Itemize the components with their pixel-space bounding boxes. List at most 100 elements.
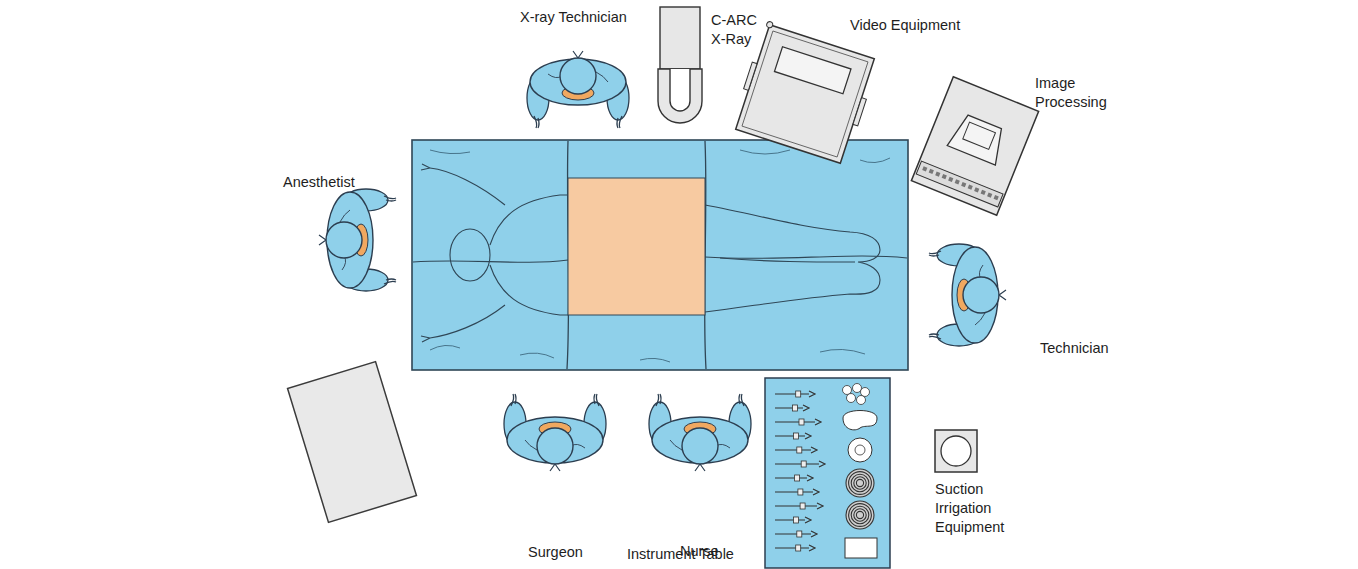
person-hand <box>384 279 396 284</box>
suture-coil <box>854 477 866 489</box>
person-shoulders <box>652 417 748 463</box>
staff-figure-shape <box>920 240 1030 350</box>
person-shoulders <box>530 59 626 105</box>
keyboard-key <box>922 166 927 171</box>
node-label: X-ray Technician <box>520 8 670 27</box>
imaging-screen <box>963 122 996 149</box>
gauze-ball <box>857 396 866 405</box>
suction-unit-shape <box>935 430 977 472</box>
instrument-tray-top <box>765 378 890 568</box>
instrument-handle <box>797 447 802 453</box>
operating-table <box>412 140 908 370</box>
person-figure <box>319 189 396 291</box>
surgical-instrument <box>775 517 811 523</box>
instrument-handle <box>801 461 806 467</box>
suture-coil <box>846 469 874 497</box>
side-cart-top <box>288 362 417 523</box>
person-hand <box>929 334 941 339</box>
staff-figure: Anesthetist <box>295 185 405 295</box>
bowl <box>848 438 872 462</box>
c-arm-column <box>660 7 700 69</box>
patient-head <box>450 229 490 281</box>
bowl-inner <box>855 445 865 455</box>
person-hand <box>739 394 744 406</box>
staff-figure: Technician <box>920 240 1030 350</box>
keyboard-key <box>974 187 979 192</box>
cap-tie <box>999 290 1006 300</box>
instrument-handle <box>797 531 802 537</box>
person-hand <box>594 394 599 406</box>
video-cart: Video Equipment <box>730 10 880 170</box>
surgical-instrument <box>775 531 817 537</box>
c-arm-inner <box>670 69 690 111</box>
person-hand <box>511 394 516 406</box>
keyboard-key <box>968 185 973 190</box>
cap-tie <box>695 464 705 471</box>
cap-tie <box>573 51 583 58</box>
instrument-handle <box>795 475 800 481</box>
patient-legs <box>705 205 880 312</box>
patient-arm <box>430 168 505 338</box>
keyboard-key <box>935 171 940 176</box>
video-cart-shape <box>730 10 880 170</box>
staff-figure: Surgeon <box>500 385 610 495</box>
suture-coil <box>854 509 866 521</box>
person-hand <box>384 196 396 201</box>
surgical-instrument <box>775 391 815 397</box>
video-handle <box>744 62 757 90</box>
c-arm-unit-shape <box>655 5 705 125</box>
person-hand <box>534 116 539 128</box>
suture-coil <box>846 501 874 529</box>
surgical-instrument <box>775 461 825 467</box>
gauze-ball <box>843 386 852 395</box>
surgical-instrument <box>775 447 817 453</box>
imaging-cart-shape <box>905 70 1045 220</box>
keyboard-key <box>929 169 934 174</box>
surgical-instrument <box>775 475 813 481</box>
surgical-instrument <box>775 503 823 509</box>
c-arm-arc <box>658 69 702 123</box>
person-hand <box>929 251 941 256</box>
node-label: Image Processing <box>1035 74 1117 112</box>
gauze-ball <box>853 384 862 393</box>
surgical-instrument <box>775 419 821 425</box>
instrument-tray: Instrument Table <box>765 378 890 568</box>
surgical-field <box>568 178 705 315</box>
suction-canister <box>941 436 971 466</box>
side-cart <box>288 362 417 523</box>
person-hand <box>617 116 622 128</box>
suture-coil <box>849 472 872 495</box>
person-figure <box>504 394 606 471</box>
cap-tie <box>319 235 326 245</box>
person-shoulders <box>327 192 373 288</box>
node-label: Instrument Table <box>627 545 763 564</box>
instrument-handle <box>794 433 799 439</box>
instrument-handle <box>794 517 799 523</box>
instrument-handle <box>796 545 801 551</box>
surgical-instrument <box>775 545 815 551</box>
imaging-cart-top <box>911 77 1038 215</box>
surgical-instrument <box>775 405 809 411</box>
gauze-ball <box>861 388 870 397</box>
keyboard-key <box>961 182 966 187</box>
node-label: Technician <box>1040 339 1140 358</box>
staff-figure-shape <box>500 385 610 495</box>
person-head <box>682 428 718 464</box>
instrument-tray-shape <box>765 378 890 568</box>
node-label: Video Equipment <box>850 16 990 35</box>
suture-coil <box>851 506 869 524</box>
keyboard-key <box>948 177 953 182</box>
staff-figure-shape <box>523 27 633 137</box>
instrument-handle <box>799 419 804 425</box>
keyboard-key <box>987 192 992 197</box>
node-label: Surgeon <box>528 543 618 562</box>
suture-coil <box>851 474 869 492</box>
person-figure <box>929 244 1006 346</box>
node-label: Anesthetist <box>283 173 393 192</box>
person-figure <box>649 394 751 471</box>
node-label: Suction Irrigation Equipment <box>935 480 1013 537</box>
kidney-dish <box>843 411 877 430</box>
video-monitor <box>774 47 851 94</box>
person-head <box>963 277 999 313</box>
